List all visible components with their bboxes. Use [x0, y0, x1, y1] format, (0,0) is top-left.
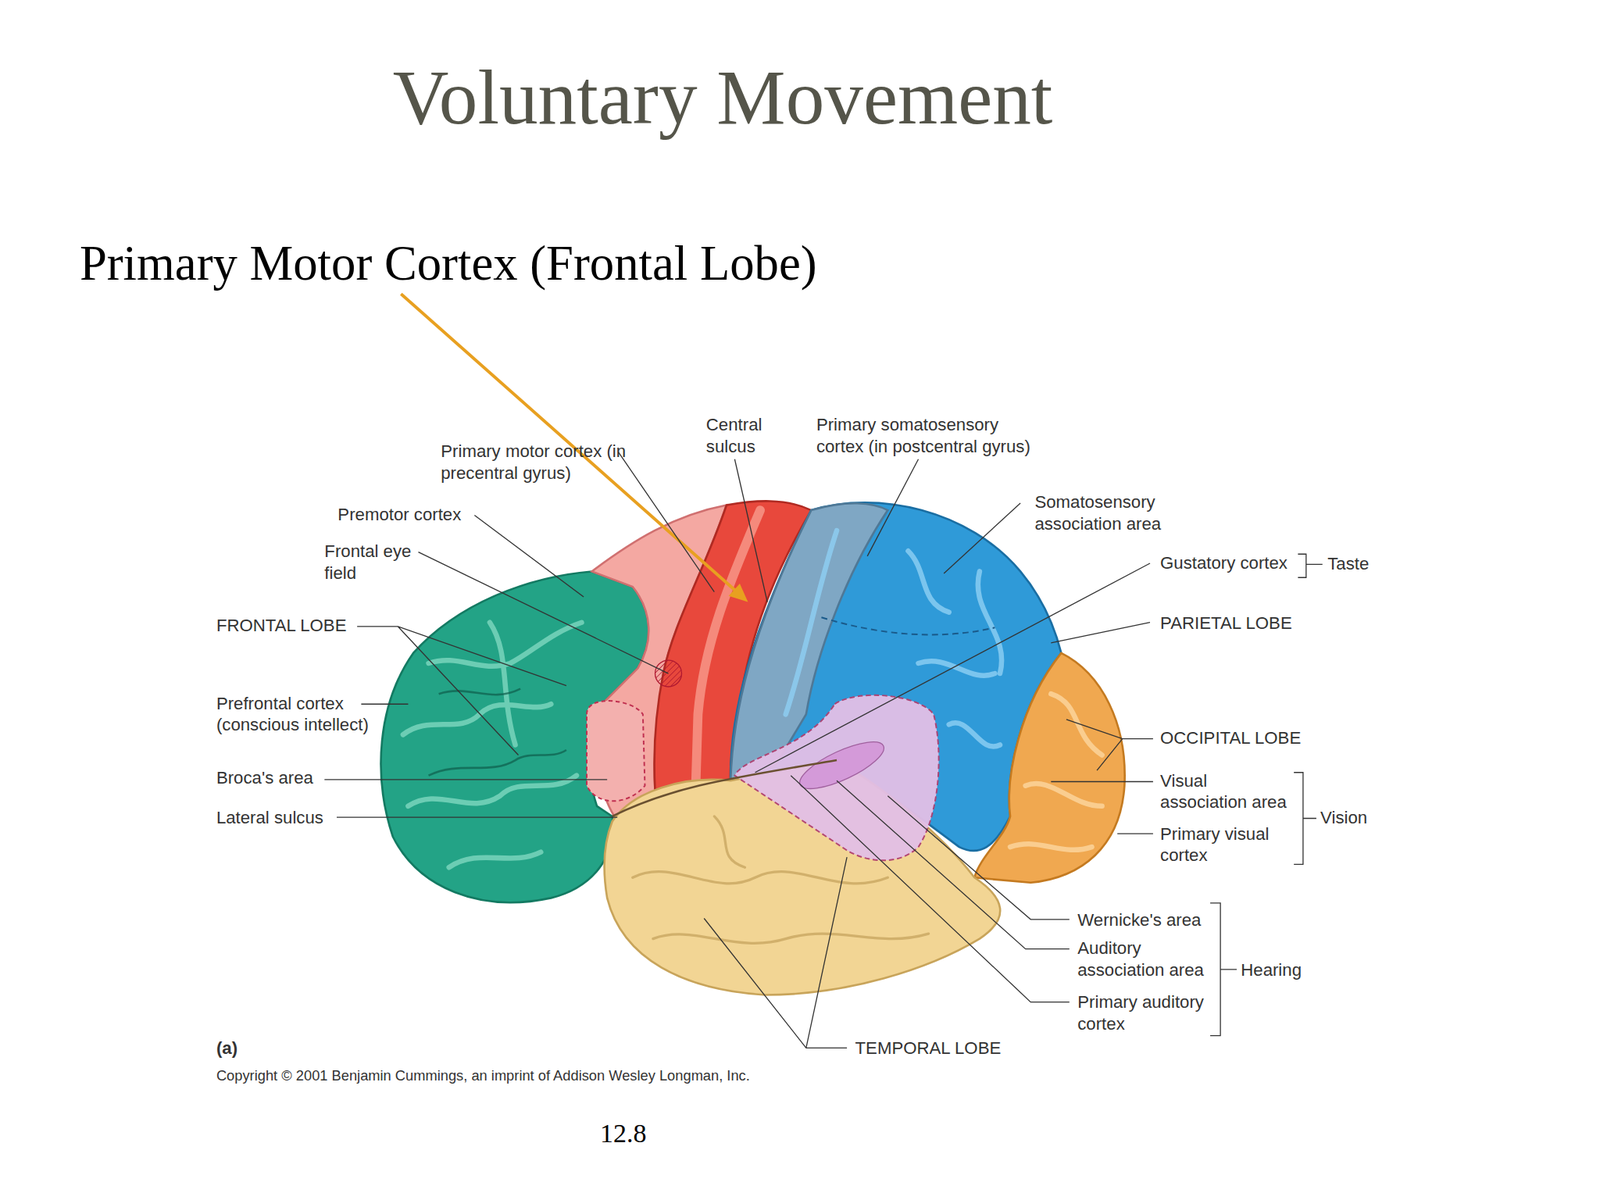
- part-label: Wernicke's area: [1077, 909, 1201, 931]
- part-label: Central sulcus: [706, 414, 778, 458]
- group-label: Vision: [1320, 807, 1368, 829]
- part-label: Primary visual cortex: [1160, 823, 1288, 867]
- leader-lines: [324, 452, 1154, 1049]
- part-label: Visual association area: [1160, 770, 1293, 814]
- occipital-region: [974, 653, 1125, 883]
- slide-title: Voluntary Movement: [392, 53, 1054, 143]
- lateral-sulcus-line: [612, 760, 837, 817]
- part-label: Lateral sulcus: [216, 807, 324, 829]
- dashed-boundary: [821, 617, 995, 635]
- lobe-label: OCCIPITAL LOBE: [1160, 727, 1301, 749]
- part-label: Auditory association area: [1077, 937, 1221, 981]
- lobe-label: PARIETAL LOBE: [1160, 612, 1293, 634]
- part-label: Broca's area: [216, 767, 314, 789]
- part-label: Somatosensory association area: [1034, 492, 1172, 536]
- copyright-note: Copyright © 2001 Benjamin Cummings, an i…: [216, 1066, 750, 1086]
- part-label: Premotor cortex: [337, 503, 461, 525]
- part-label: Gustatory cortex: [1160, 552, 1288, 574]
- slide-number: 12.8: [600, 1116, 647, 1150]
- slide-subtitle: Primary Motor Cortex (Frontal Lobe): [79, 232, 818, 294]
- group-label: Taste: [1327, 553, 1369, 575]
- part-label: Primary auditory cortex: [1077, 992, 1215, 1036]
- pointer-arrow: [400, 293, 748, 602]
- part-label: Frontal eye field: [324, 540, 422, 584]
- part-label: Primary somatosensory cortex (in postcen…: [816, 414, 1050, 458]
- figure-letter: (a): [216, 1037, 238, 1059]
- part-label: Primary motor cortex (in precentral gyru…: [440, 440, 630, 484]
- group-label: Hearing: [1240, 959, 1302, 981]
- part-label: Prefrontal cortex (conscious intellect): [216, 692, 390, 736]
- lobe-label: TEMPORAL LOBE: [855, 1037, 1002, 1059]
- broca-region: [586, 700, 645, 801]
- wernicke-region: [734, 695, 939, 861]
- lobe-label: FRONTAL LOBE: [216, 615, 347, 637]
